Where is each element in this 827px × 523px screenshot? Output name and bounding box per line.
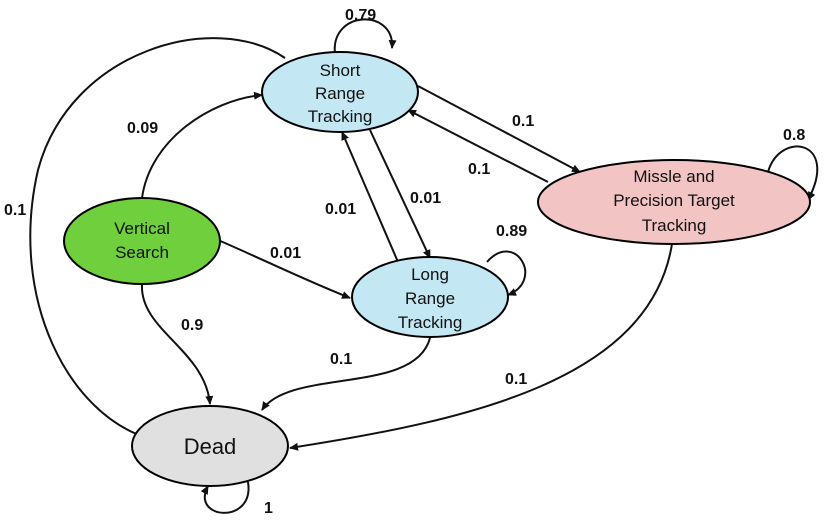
node-shape-short	[261, 51, 419, 133]
state-dead[interactable]: Dead	[131, 405, 289, 487]
edge-missile-short	[407, 109, 549, 183]
node-label-long-line-1: Long	[411, 265, 449, 284]
edge-label-vertical-dead: 0.9	[181, 317, 203, 334]
node-label-missile-line-3: Tracking	[642, 216, 707, 235]
edge-label-short-dead: 0.1	[4, 202, 26, 219]
node-shape-long	[351, 256, 509, 338]
edge-long-self	[486, 250, 527, 296]
edge-vertical-long	[217, 239, 351, 299]
node-label-missile-line-1: Missle and	[633, 167, 714, 186]
state-long-range-tracking[interactable]: Long Range Tracking	[351, 256, 509, 338]
edge-missile-self	[767, 145, 819, 201]
edge-labels: 0.79 0.09 0.1 0.1 0.8 0.01 0.01 0.89 0.0…	[4, 7, 805, 517]
edge-label-missile-dead: 0.1	[505, 371, 527, 388]
node-label-vertical-line-2: Search	[115, 243, 169, 262]
node-shape-dead	[131, 405, 289, 487]
state-vertical-search[interactable]: Vertical Search	[63, 197, 221, 285]
edge-dead-self	[200, 481, 250, 514]
edge-short-dead	[29, 37, 286, 440]
node-label-short-line-1: Short	[320, 61, 361, 80]
node-label-dead: Dead	[184, 434, 237, 459]
edge-long-dead	[261, 337, 431, 411]
state-missile-precision-tracking[interactable]: Missle and Precision Target Tracking	[537, 159, 811, 245]
nodes: Short Range Tracking Vertical Search Lon…	[63, 51, 811, 487]
edge-vertical-short	[141, 91, 263, 199]
edge-label-long-dead: 0.1	[330, 351, 352, 368]
edge-short-long	[369, 129, 431, 259]
edge-label-short-long: 0.01	[410, 190, 441, 207]
node-label-long-line-2: Range	[405, 289, 455, 308]
edge-label-dead-self: 1	[264, 500, 273, 517]
edge-missile-dead	[289, 243, 673, 451]
node-label-vertical-line-1: Vertical	[114, 219, 170, 238]
edge-long-short	[341, 131, 399, 263]
node-label-short-line-3: Tracking	[308, 107, 373, 126]
edge-short-self	[333, 18, 397, 55]
edge-label-short-missile: 0.1	[512, 113, 534, 130]
edge-label-short-self: 0.79	[345, 7, 376, 24]
edge-label-long-self: 0.89	[496, 223, 527, 240]
edge-label-missile-self: 0.8	[783, 127, 805, 144]
edge-label-long-short: 0.01	[325, 201, 356, 218]
node-label-long-line-3: Tracking	[398, 313, 463, 332]
edge-label-missile-short: 0.1	[468, 161, 490, 178]
node-label-short-line-2: Range	[315, 84, 365, 103]
edge-label-vertical-long: 0.01	[270, 245, 301, 262]
node-shape-vertical	[63, 197, 221, 285]
node-shape-missile	[537, 159, 811, 245]
state-short-range-tracking[interactable]: Short Range Tracking	[261, 51, 419, 133]
edge-label-vertical-short: 0.09	[127, 120, 158, 137]
edge-vertical-dead	[140, 284, 214, 405]
node-label-missile-line-2: Precision Target	[613, 191, 735, 210]
edges	[29, 18, 819, 514]
edge-short-missile	[417, 85, 581, 173]
